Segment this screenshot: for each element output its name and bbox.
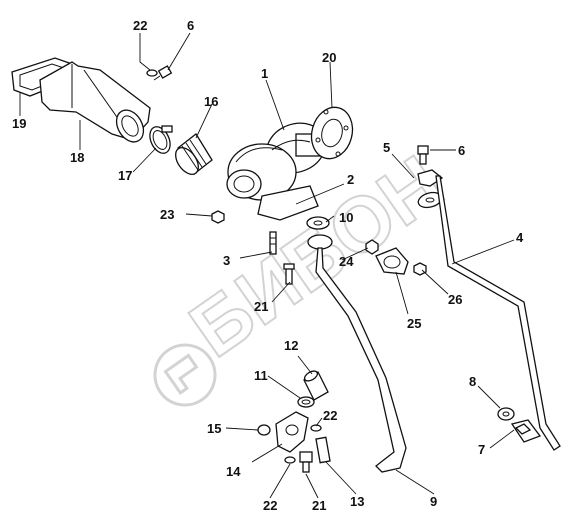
part-washer-22-bottom [284, 456, 296, 464]
callout-17: 17 [118, 168, 132, 183]
callout-6-right: 6 [458, 143, 465, 158]
part-washer-22-right [310, 424, 322, 432]
callout-8: 8 [469, 374, 476, 389]
callout-20: 20 [322, 50, 336, 65]
part-fitting-24 [365, 239, 379, 255]
callout-4: 4 [516, 230, 524, 245]
part-bolt-21-upper [283, 263, 295, 285]
callout-1: 1 [261, 66, 268, 81]
part-oil-line-4 [417, 169, 561, 451]
part-oring-15 [257, 424, 271, 436]
callout-22-top: 22 [133, 18, 147, 33]
callout-22-bottom: 22 [263, 498, 277, 513]
callout-15: 15 [207, 421, 221, 436]
part-fitting-7 [510, 419, 542, 443]
part-bolt-6-right [417, 145, 429, 165]
watermark-logo-icon [153, 343, 217, 407]
callout-11: 11 [254, 368, 268, 383]
callout-24: 24 [339, 254, 354, 269]
callout-labels: 1 2 3 4 5 6 6 7 8 9 10 11 12 13 14 15 16… [12, 18, 524, 513]
callout-3: 3 [223, 253, 230, 268]
leader-lines [19, 32, 515, 499]
part-turbocharger-1 [226, 122, 327, 221]
part-banjo-bolt-13 [315, 436, 331, 464]
callout-18: 18 [70, 150, 84, 165]
part-clamp-17 [149, 125, 173, 154]
part-hose-12 [303, 370, 329, 401]
part-washer-22-top [146, 69, 158, 77]
part-flange-20 [310, 106, 354, 160]
part-nut-23 [211, 210, 225, 224]
part-washer-8 [497, 407, 515, 421]
callout-5: 5 [383, 140, 390, 155]
callout-25: 25 [407, 316, 421, 331]
callout-2: 2 [347, 172, 354, 187]
callout-9: 9 [430, 494, 437, 509]
callout-16: 16 [204, 94, 218, 109]
part-drain-line-9 [307, 234, 407, 473]
callout-7: 7 [478, 442, 485, 457]
callout-21-upper: 21 [254, 299, 268, 314]
part-clamp-bracket-25 [375, 247, 409, 275]
watermark-text: БИБОН [174, 138, 458, 374]
callout-12: 12 [284, 338, 298, 353]
callout-21-lower: 21 [312, 498, 326, 513]
part-stud-3 [269, 231, 277, 255]
part-inlet-elbow-18 [39, 61, 151, 143]
watermark: БИБОН [153, 137, 459, 407]
callout-23: 23 [160, 207, 174, 222]
callout-14: 14 [226, 464, 241, 479]
callout-22-right: 22 [323, 408, 337, 423]
callout-6-top: 6 [187, 18, 194, 33]
part-gasket-10 [306, 216, 330, 230]
part-hose-16 [175, 133, 213, 175]
part-bolt-26 [413, 262, 427, 276]
callout-26: 26 [448, 292, 462, 307]
callout-10: 10 [339, 210, 353, 225]
callout-13: 13 [350, 494, 364, 509]
part-bolt-21-lower [299, 451, 313, 473]
callout-19: 19 [12, 116, 26, 131]
part-connector-14 [275, 411, 309, 453]
part-clamp-11 [297, 396, 315, 408]
